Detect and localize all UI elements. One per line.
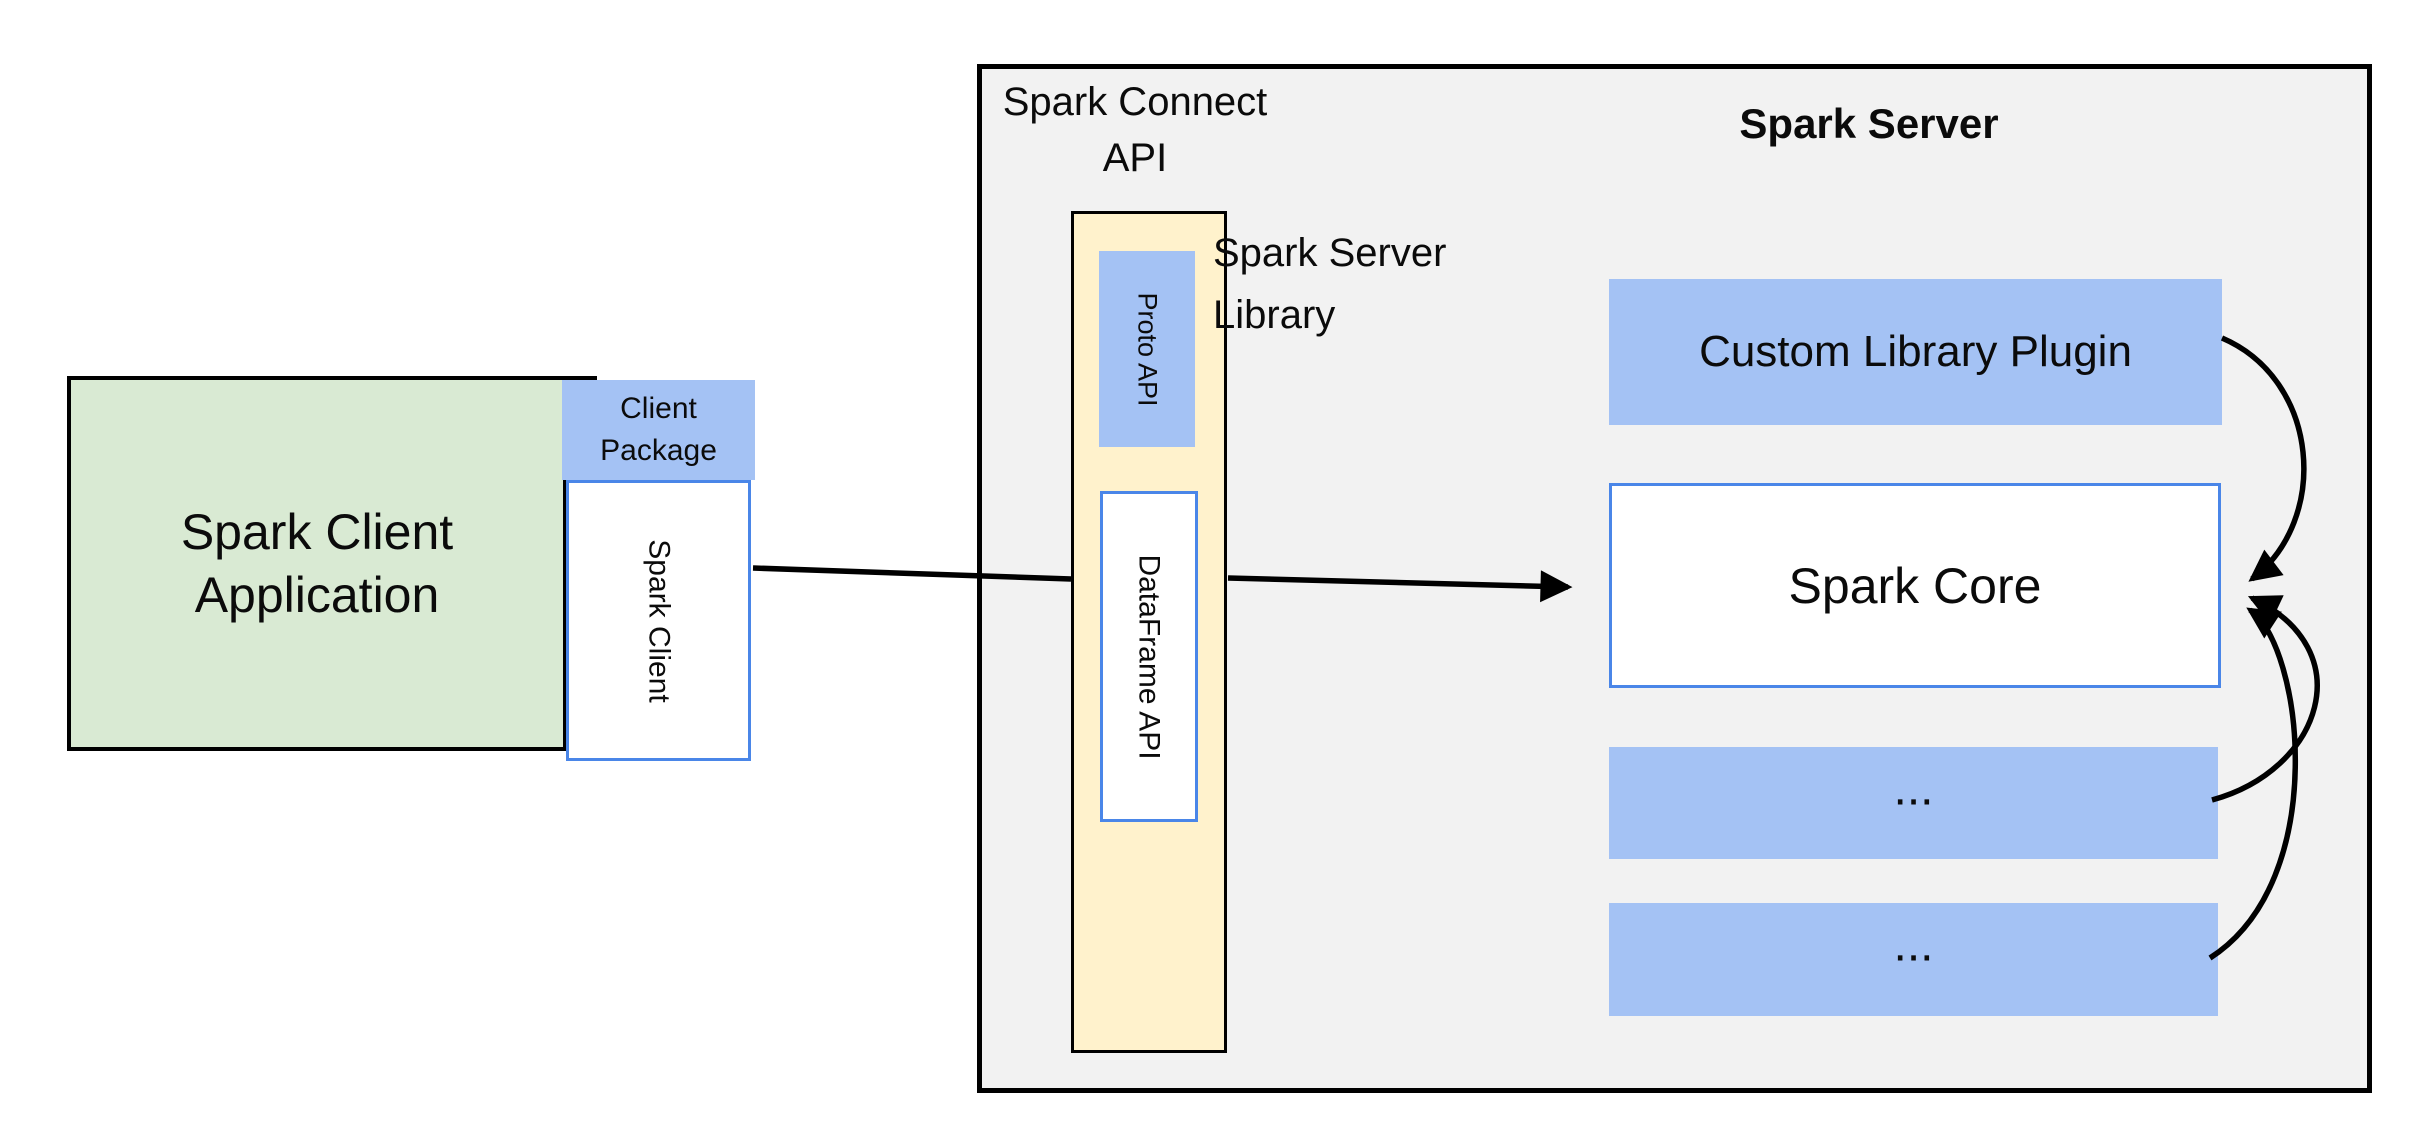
spark-server-library-label: Spark Server Library: [1213, 231, 1447, 337]
custom-library-plugin-label: Custom Library Plugin: [1699, 327, 2132, 376]
spark-client-label: Spark Client: [642, 538, 676, 703]
plugin-slot-2-label: ...: [1893, 918, 1934, 972]
proto-api-box: Proto API: [1099, 251, 1195, 447]
spark-client-box: Spark Client: [566, 480, 751, 761]
spark-core-box: Spark Core: [1609, 483, 2221, 688]
client-app-border-notch: [563, 376, 597, 380]
client-package-box: Client Package: [562, 380, 755, 480]
client-package-label: Client Package: [600, 392, 717, 467]
plugin-slot-1-label: ...: [1893, 762, 1934, 816]
spark-client-application-box: Spark Client Application: [67, 376, 567, 751]
plugin-slot-2-box: ...: [1609, 903, 2218, 1016]
custom-library-plugin-box: Custom Library Plugin: [1609, 279, 2222, 425]
spark-connect-api-label: Spark Connect API: [1002, 80, 1268, 180]
dataframe-api-label: DataFrame API: [1133, 553, 1167, 760]
spark-server-title: Spark Server: [1739, 100, 1999, 147]
spark-core-label: Spark Core: [1788, 557, 2042, 614]
plugin-slot-1-box: ...: [1609, 747, 2218, 859]
proto-api-label: Proto API: [1132, 291, 1163, 407]
dataframe-api-box: DataFrame API: [1100, 491, 1198, 822]
spark-client-application-label: Spark Client Application: [180, 503, 454, 623]
